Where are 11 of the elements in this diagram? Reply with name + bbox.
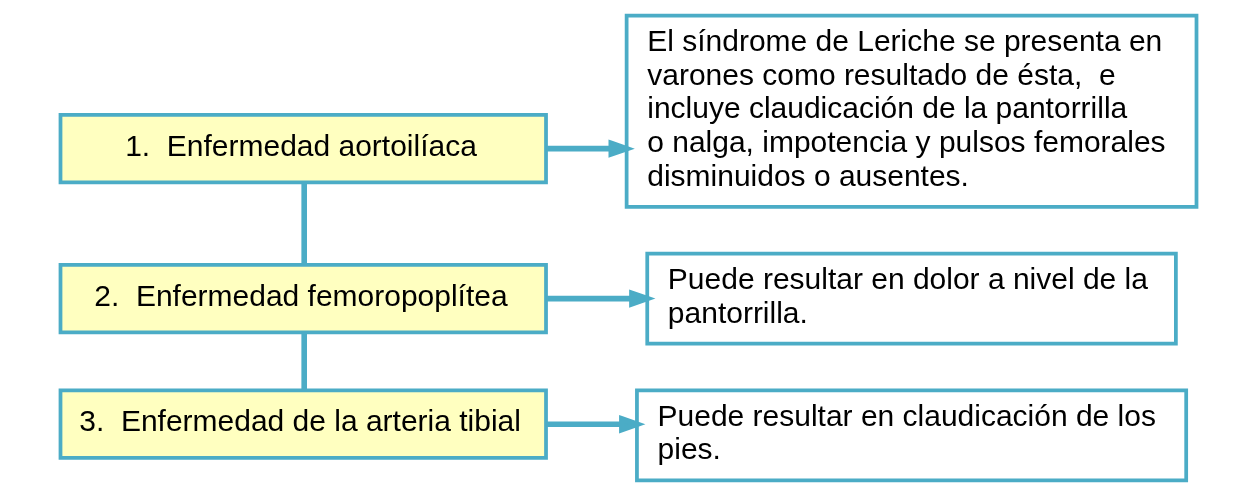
node-box: El síndrome de Leriche se presenta en varones como resultado de ésta, e incluye claudicación de la pantorrilla o nalga, impotencia y pulsos femorales disminuidos o ausentes. [624,13,1198,209]
connector [300,332,307,390]
node-box: Puede resultar en claudicación de los pies. [634,388,1188,483]
node-box: Puede resultar en dolor a nivel de la pantorrilla. [644,251,1178,346]
arrow [545,139,635,158]
arrow [545,289,655,308]
arrow [545,415,645,434]
connector [300,182,307,265]
node-box: 3. Enfermedad de la arteria tibial [58,388,548,460]
node-box: 1. Enfermedad aortoilíaca [58,113,548,185]
node-box: 2. Enfermedad femoropoplítea [58,263,548,335]
